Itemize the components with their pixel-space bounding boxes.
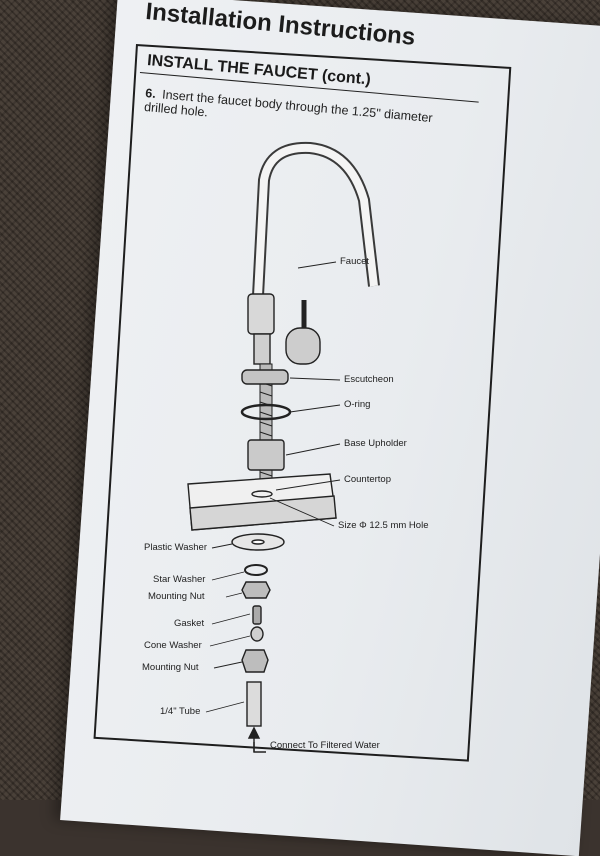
label-connect: Connect To Filtered Water — [270, 740, 380, 751]
label-hole-size: Size Φ 12.5 mm Hole — [338, 520, 429, 531]
label-countertop: Countertop — [344, 474, 392, 485]
faucet-diagram — [187, 141, 380, 753]
escutcheon-part — [241, 369, 289, 385]
faucet-handle — [285, 327, 321, 365]
leader-lines — [205, 261, 341, 713]
base-upholder-part — [247, 439, 285, 471]
label-mounting-nut-1: Mounting Nut — [148, 591, 205, 602]
label-star-washer: Star Washer — [153, 574, 206, 585]
countertop-edge — [189, 495, 337, 531]
mounting-nut-2-part — [241, 649, 269, 673]
star-washer-part — [244, 564, 268, 576]
drill-hole — [251, 490, 273, 498]
faucet-shank — [253, 333, 271, 365]
label-mounting-nut-2: Mounting Nut — [142, 662, 199, 673]
mounting-nut-part — [241, 581, 271, 599]
faucet-spout — [252, 141, 380, 297]
label-gasket: Gasket — [174, 618, 205, 629]
faucet-body — [247, 293, 275, 335]
label-o-ring: O-ring — [344, 399, 371, 410]
faucet-spout-highlight — [254, 143, 378, 297]
label-base-upholder: Base Upholder — [344, 438, 407, 449]
cone-washer-part — [250, 626, 264, 642]
label-plastic-washer: Plastic Washer — [144, 542, 207, 553]
tube-part — [246, 681, 262, 727]
label-faucet: Faucet — [340, 256, 370, 267]
label-tube: 1/4" Tube — [160, 706, 201, 717]
faucet-drawing — [187, 141, 380, 753]
label-escutcheon: Escutcheon — [344, 374, 394, 385]
label-cone-washer: Cone Washer — [144, 640, 202, 651]
gasket-part — [252, 605, 262, 625]
